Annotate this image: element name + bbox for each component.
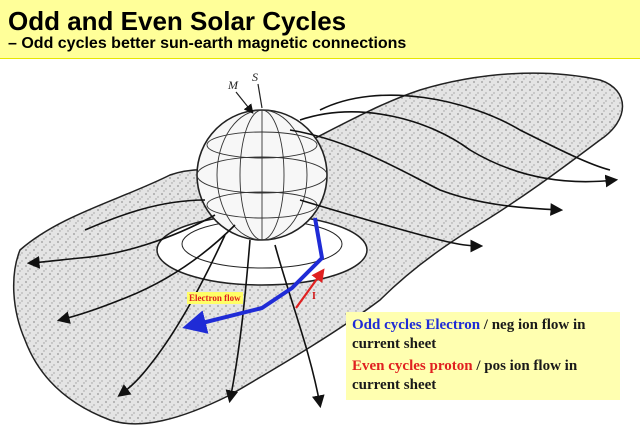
- m-pole-line: [235, 91, 254, 114]
- even-cycle-note: Even cycles proton / pos ion flow in cur…: [352, 357, 614, 395]
- even-cycle-highlight: Even cycles proton: [352, 358, 473, 374]
- electron-flow-label: Electron flow: [187, 292, 243, 304]
- electron-flow-arrow: [182, 217, 324, 334]
- odd-cycle-rest: / neg ion flow in current sheet: [352, 317, 586, 352]
- even-cycle-rest: / pos ion flow in current sheet: [352, 358, 578, 393]
- sun-sphere: [196, 109, 328, 241]
- odd-cycle-note: Odd cycles Electron / neg ion flow in cu…: [352, 316, 614, 354]
- odd-cycle-highlight: Odd cycles Electron: [352, 317, 481, 333]
- legend-box: Odd cycles Electron / neg ion flow in cu…: [346, 312, 620, 400]
- m-label: M: [228, 78, 238, 92]
- current-label: I: [312, 291, 316, 302]
- page-title: Odd and Even Solar Cycles: [8, 6, 347, 36]
- current-sheet-diagram: [12, 72, 624, 425]
- field-lines: [26, 94, 619, 409]
- s-label: S: [252, 70, 258, 84]
- title-banner: Odd and Even Solar Cycles – Odd cycles b…: [0, 0, 640, 59]
- s-pole-line: [257, 83, 263, 109]
- page-subtitle: – Odd cycles better sun-earth magnetic c…: [8, 35, 407, 52]
- current-arrow: [295, 268, 325, 309]
